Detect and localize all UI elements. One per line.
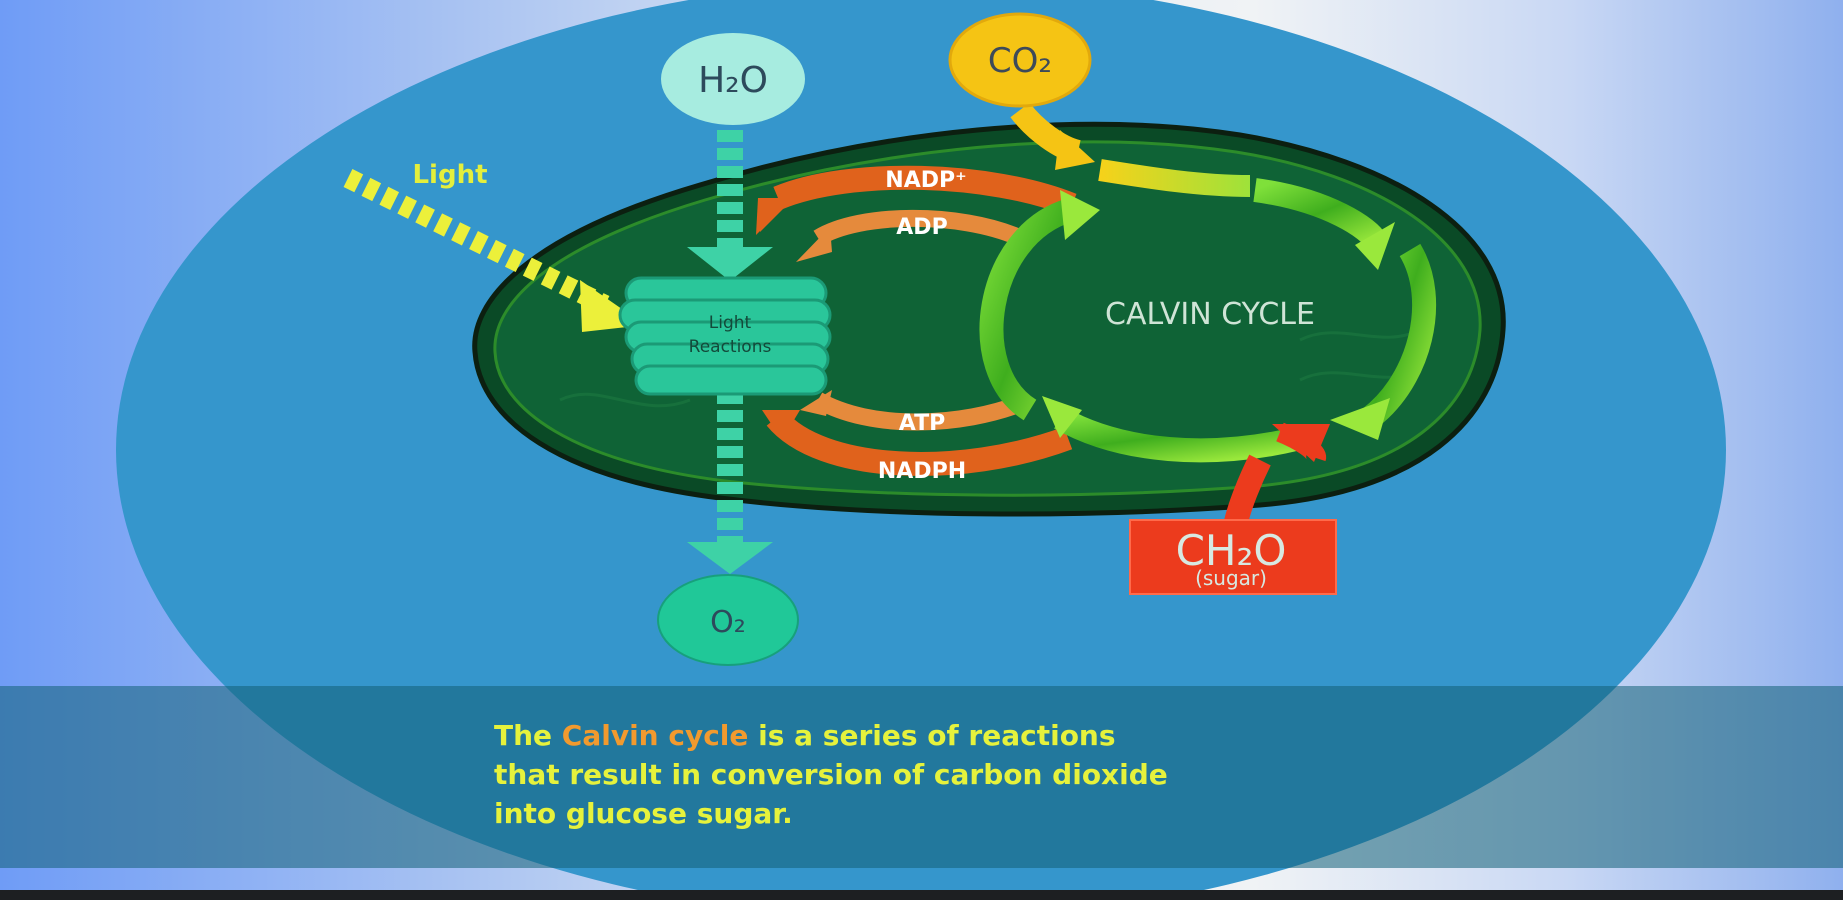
caption-line-2: that result in conversion of carbon diox… [494,758,1168,791]
bottom-strip [0,890,1843,900]
oxygen-output: O₂ [657,574,799,666]
co2-input: CO₂ [948,12,1251,197]
water-label: H₂O [698,60,768,101]
nadp-plus-label: NADP⁺ [885,168,966,193]
light-reactions-label-line1: Light [709,313,752,333]
sugar-output: CH₂O (sugar) [1129,422,1337,595]
calvin-cycle-ring: CALVIN CYCLE [979,178,1437,463]
water-to-oxygen-arrow [687,130,773,574]
caption: The Calvin cycle is a series of reaction… [494,716,1394,833]
calvin-cycle-label: CALVIN CYCLE [1105,297,1315,332]
nadph-label: NADPH [878,459,966,484]
nadp-adp-return-arrows: NADP⁺ ADP [756,165,1077,262]
light-label: Light [412,160,487,190]
caption-prefix: The [494,719,562,752]
caption-line-1: The Calvin cycle is a series of reaction… [494,716,1394,755]
caption-line-3: into glucose sugar. [494,797,793,830]
sugar-name-label: (sugar) [1195,566,1267,590]
adp-label: ADP [896,215,947,240]
water-input: H₂O [661,33,805,125]
light-reactions-stack: Light Reactions [618,276,832,396]
caption-highlight: Calvin cycle [561,719,749,752]
light-reactions-label-line2: Reactions [689,337,772,357]
oxygen-label: O₂ [710,605,746,640]
caption-line1-rest: is a series of reactions [748,719,1116,752]
atp-label: ATP [899,411,945,436]
co2-label: CO₂ [988,41,1052,81]
atp-nadph-arrows: ATP NADPH [762,390,1073,484]
caption-band [0,686,1843,868]
sugar-formula-label: CH₂O [1176,526,1287,575]
